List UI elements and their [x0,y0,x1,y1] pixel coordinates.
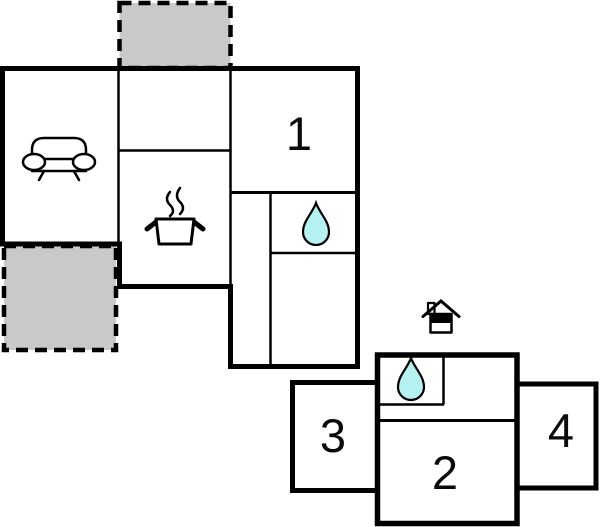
bedroom-2-label: 2 [432,446,458,499]
sofa-icon [21,136,97,182]
house-band [430,314,452,323]
room-3-outline [290,380,380,493]
house-roof [421,299,461,318]
water-drop-icon [396,354,426,402]
cooking-pot-icon [144,186,206,246]
upper-building: 1 [0,66,360,369]
terrace-bottom-left [1,243,119,353]
terrace-top [117,0,233,71]
bedroom-1-label: 1 [286,107,312,160]
house-entrance-icon [421,299,461,334]
water-drop-icon [301,199,331,247]
bedroom-3-label: 3 [320,409,346,462]
lower-building: 2 3 4 [290,352,599,527]
steam-line [165,190,175,218]
bedroom-4-label: 4 [548,404,574,457]
steam-line [175,186,185,216]
